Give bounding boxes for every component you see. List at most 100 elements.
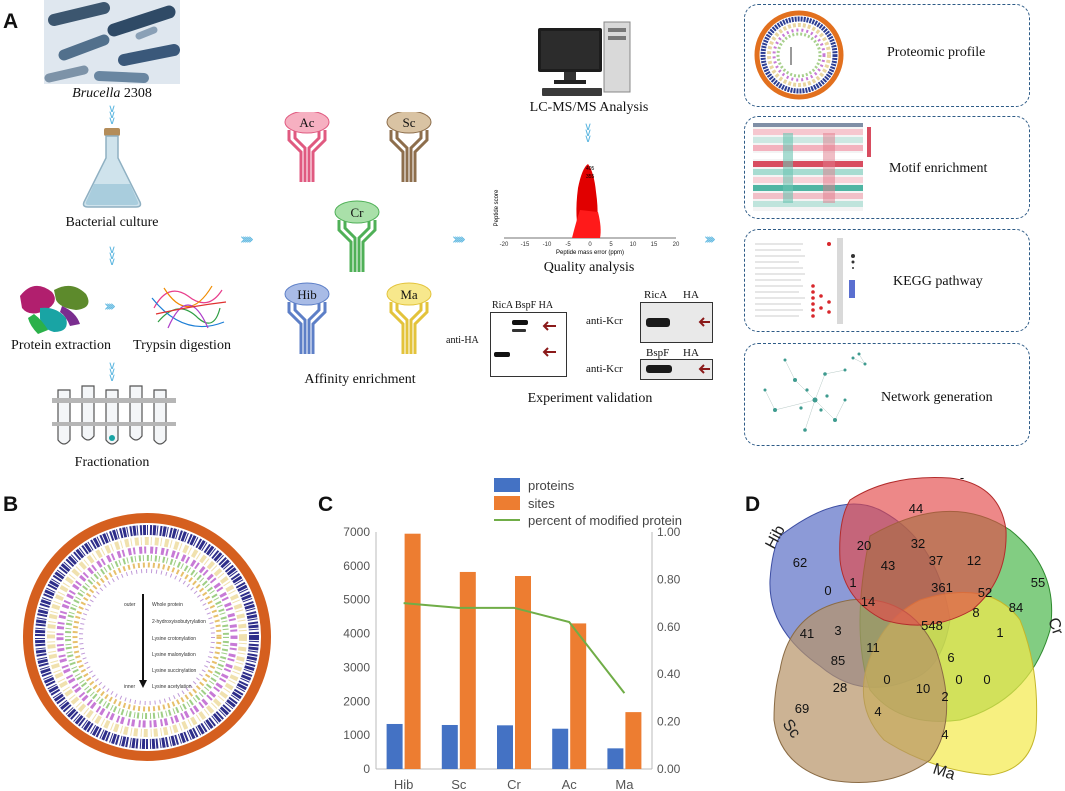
legend-swatch-proteins [494, 478, 520, 492]
right-arrow-3: ››››› [452, 230, 466, 248]
circos-plot: outer inner Whole protein 2-hydroxyisobu… [23, 513, 271, 761]
result-box-motif: Motif enrichment [744, 116, 1030, 219]
strain-label: Brucella 2308 [50, 86, 174, 102]
blot-left-image [490, 312, 567, 377]
venn-number: 548 [921, 618, 943, 633]
blot-right-bottom-image [640, 359, 713, 380]
legend-swatch-sites [494, 496, 520, 510]
circos-legend-item: Lysine crotonylation [152, 636, 196, 642]
venn-number: 4 [941, 727, 948, 742]
result-kegg-label: KEGG pathway [893, 274, 983, 289]
chart-legend: proteins sites percent of modified prote… [494, 478, 682, 528]
circos-legend-item: Lysine succinylation [152, 668, 197, 674]
venn-number: 32 [911, 536, 925, 551]
network-image [763, 352, 867, 432]
venn-number: 85 [831, 653, 845, 668]
result-box-proteomic: Proteomic profile [744, 4, 1030, 107]
volcano-xtick: 5 [609, 242, 613, 248]
venn-label-cr: Cr [1044, 616, 1065, 638]
bar-proteins [441, 724, 458, 769]
volcano-xtick: 10 [630, 242, 637, 248]
volcano-yval: 355 [586, 174, 595, 180]
motif-heatmap-image [753, 123, 871, 211]
venn-number: 3 [834, 623, 841, 638]
lcms-label: LC-MS/MS Analysis [529, 100, 649, 115]
volcano-xtick: 0 [588, 242, 592, 248]
venn-number: 62 [793, 555, 807, 570]
result-box-network: Network generation [744, 343, 1030, 446]
circos-legend-item: Whole protein [152, 602, 183, 608]
venn-number: 14 [861, 594, 875, 609]
down-arrow-4: ∨∨∨ [583, 120, 593, 145]
venn-number: 55 [1031, 575, 1045, 590]
circos-legend-outer: outer [124, 602, 136, 608]
blot-right-top-side-label: anti-Kcr [586, 315, 623, 327]
bar-proteins [497, 725, 513, 769]
volcano-xtick: 20 [673, 242, 680, 248]
venn-number: 69 [795, 701, 809, 716]
y2-tick-label: 1.00 [657, 525, 681, 539]
antibody-sc-label: Sc [402, 115, 416, 130]
volcano-xtick: 15 [651, 242, 658, 248]
y-tick-label: 0 [363, 762, 370, 776]
bacteria-image [44, 0, 180, 84]
result-proteomic-label: Proteomic profile [887, 45, 986, 60]
chart-plot-area: 010002000300040005000600070000.000.200.4… [343, 525, 680, 791]
panel-d-letter: D [745, 493, 761, 516]
legend-label-proteins: proteins [528, 478, 575, 493]
x-tick-label: Ac [562, 777, 578, 791]
volcano-yval: 405 [586, 166, 595, 172]
volcano-xlabel: Peptide mass error (ppm) [556, 250, 624, 256]
bar-sites [570, 623, 587, 769]
venn-number: 361 [931, 580, 953, 595]
protein-structure-image [20, 285, 89, 334]
y2-tick-label: 0.80 [657, 572, 681, 586]
bar-sites [515, 576, 531, 769]
line-percent [403, 602, 626, 694]
down-arrow-3: ∨∨∨ [107, 359, 117, 384]
y-tick-label: 2000 [343, 694, 370, 708]
circos-legend-item: Lysine acetylation [152, 684, 192, 690]
venn-number: 2 [941, 689, 948, 704]
circos-legend-item: Lysine malonylation [152, 652, 196, 658]
bar-sites [404, 533, 421, 769]
panel-a-letter: A [3, 10, 19, 33]
extraction-label: Protein extraction [11, 338, 111, 353]
volcano-xtick: -5 [565, 242, 571, 248]
blot-right-bottom-header-a: BspF [646, 347, 670, 359]
experiment-label: Experiment validation [527, 391, 653, 406]
result-motif-label: Motif enrichment [889, 161, 988, 176]
x-tick-label: Ma [615, 777, 634, 791]
strain-label-italic: Brucella [72, 86, 121, 101]
down-arrow-2: ∨∨∨ [107, 243, 117, 268]
antibody-ma-label: Ma [400, 287, 418, 302]
panel-c-letter: C [318, 493, 334, 516]
y-tick-label: 1000 [343, 728, 370, 742]
result-box-kegg: KEGG pathway [744, 229, 1030, 332]
x-tick-label: Cr [507, 777, 521, 791]
y2-tick-label: 0.00 [657, 762, 681, 776]
flask-image [82, 128, 142, 208]
blot-right-top-header-b: HA [683, 289, 699, 301]
right-arrow-2: ››››› [240, 230, 254, 248]
y-tick-label: 5000 [343, 593, 370, 607]
bar-sites [625, 712, 642, 769]
bar-sites [459, 571, 476, 769]
y-tick-label: 4000 [343, 627, 370, 641]
circos-legend-item: 2-hydroxyisobutyrylation [152, 619, 206, 625]
blot-right-bottom-header-b: HA [683, 347, 699, 359]
quality-label: Quality analysis [543, 260, 635, 275]
digestion-label: Trypsin digestion [133, 338, 231, 353]
x-tick-label: Hib [394, 777, 414, 791]
trypsin-peptides-image [151, 285, 227, 329]
venn-number: 52 [978, 585, 992, 600]
bar-proteins [386, 723, 403, 769]
fractionation-label: Fractionation [74, 455, 150, 470]
test-tubes-image [52, 385, 176, 445]
venn-number: 28 [833, 680, 847, 695]
y-tick-label: 3000 [343, 660, 370, 674]
antibody-ac-label: Ac [299, 115, 315, 130]
blot-left-side-label: anti-HA [446, 335, 479, 346]
kegg-dotplot-image [755, 238, 855, 324]
venn-number: 20 [857, 538, 871, 553]
